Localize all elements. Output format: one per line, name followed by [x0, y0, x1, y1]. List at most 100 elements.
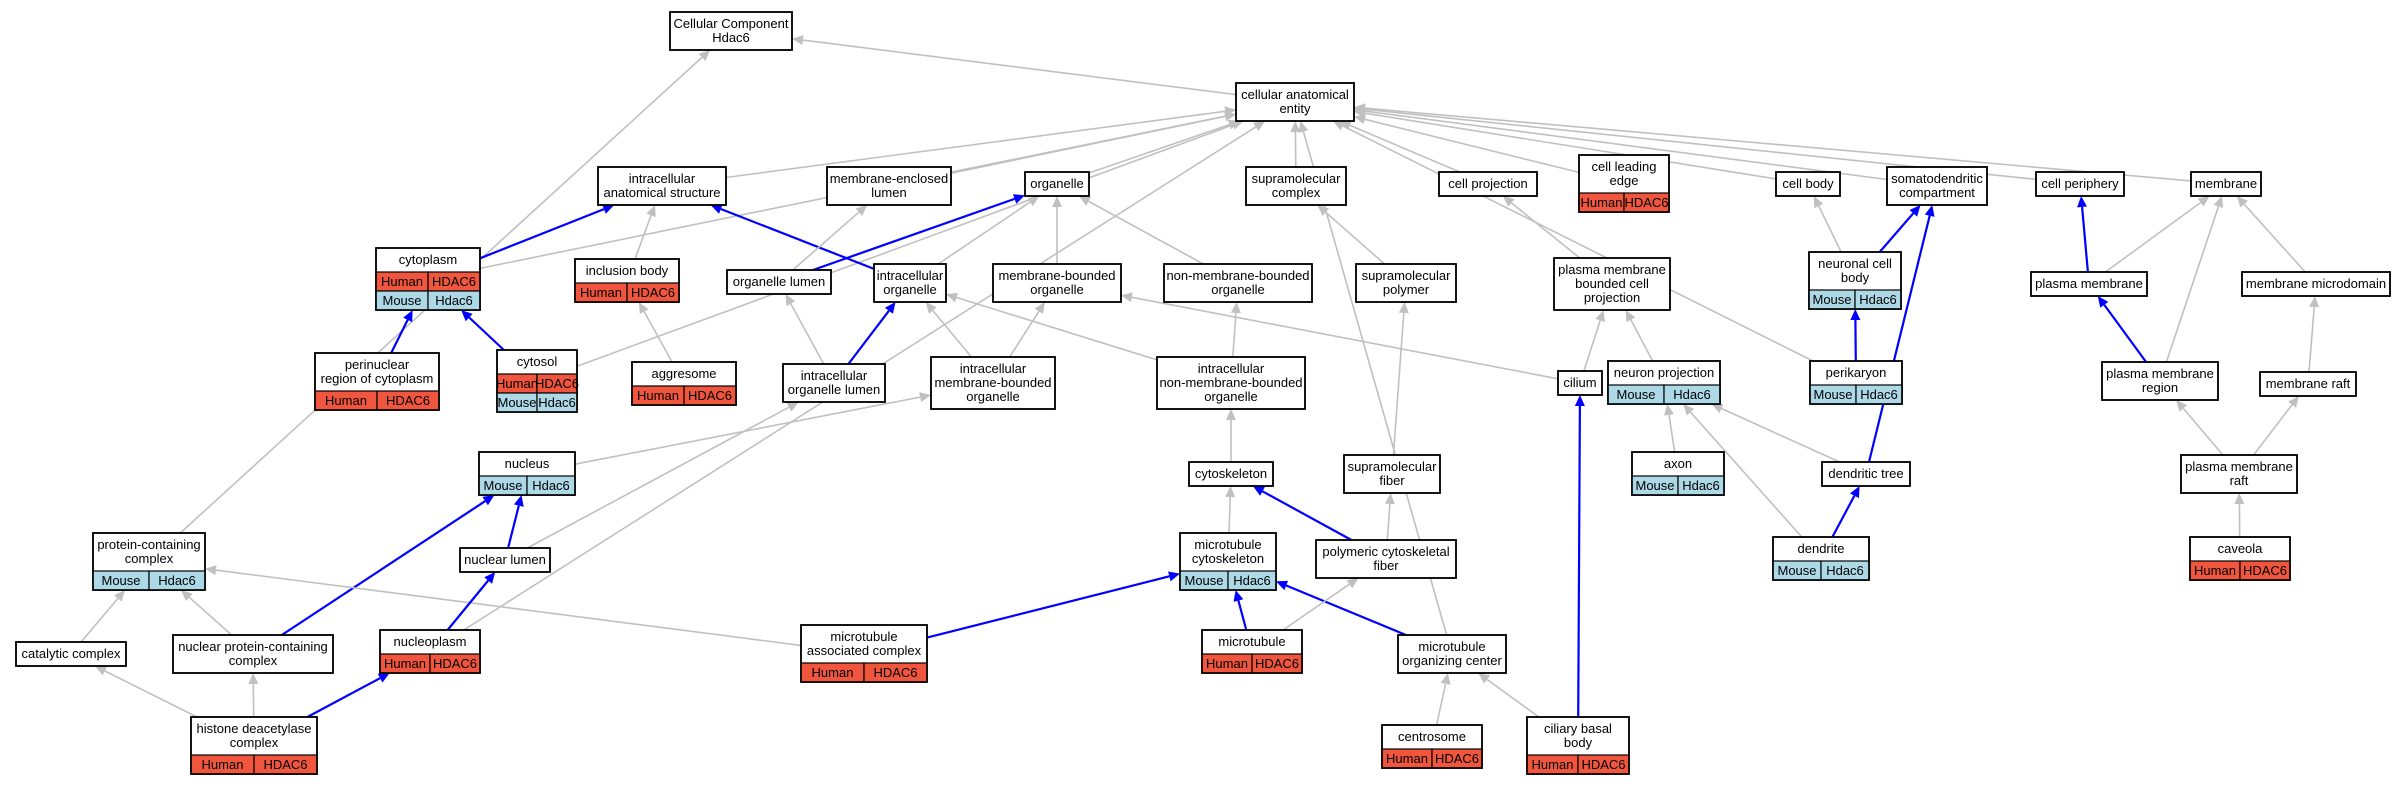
node-cytoskeleton[interactable]: cytoskeleton: [1189, 462, 1273, 486]
node-cell-projection[interactable]: cell projection: [1439, 172, 1537, 196]
node-plasma-membrane[interactable]: plasma membrane: [2031, 272, 2147, 296]
node-label: nucleus: [505, 456, 550, 471]
node-label: membrane: [2195, 176, 2257, 191]
node-label: neuronal cell: [1818, 256, 1892, 271]
node-dendritic-tree[interactable]: dendritic tree: [1822, 462, 1910, 486]
node-label: caveola: [2218, 541, 2264, 556]
node-cell-periphery[interactable]: cell periphery: [2036, 172, 2124, 196]
node-label: nucleoplasm: [394, 634, 467, 649]
edge-arrowhead: [647, 205, 656, 217]
node-label: organelle: [883, 282, 937, 297]
edge-plasma-membrane-region-to-plasma-membrane: [2098, 296, 2146, 362]
edge-line: [577, 125, 1233, 366]
edge-centrosome-to-microtubule-organizing-center: [1437, 673, 1451, 725]
node-organelle[interactable]: organelle: [1025, 172, 1089, 196]
edge-arrowhead: [1385, 493, 1395, 504]
edge-caveola-to-plasma-membrane-raft: [2234, 493, 2244, 537]
gene-label: Hdac6: [1682, 478, 1720, 493]
edge-line: [216, 570, 801, 645]
node-label: region of cytoplasm: [321, 371, 434, 386]
node-label: polymer: [1383, 282, 1430, 297]
edge-microtubule-to-polymeric-cytoskeletal-fiber: [1283, 578, 1358, 630]
node-cilium[interactable]: cilium: [1558, 371, 1602, 395]
node-intracellular-non-membrane-bounded-organelle[interactable]: intracellularnon-membrane-boundedorganel…: [1157, 357, 1305, 409]
node-nuclear-lumen[interactable]: nuclear lumen: [460, 548, 550, 572]
species-label: Mouse: [483, 478, 522, 493]
edge-line: [508, 506, 519, 548]
edge-intracellular-non-membrane-bounded-organelle-to-non-membrane-bounded-organelle: [1231, 302, 1241, 357]
edge-cytosol-to-cellular-anatomical-entity: [577, 120, 1243, 366]
edge-line: [644, 312, 672, 362]
node-label: organelle: [1030, 176, 1084, 191]
edge-line: [2254, 405, 2293, 455]
edge-arrowhead: [1596, 310, 1606, 322]
node-label: body: [1841, 270, 1870, 285]
node-label: cell body: [1782, 176, 1834, 191]
edge-plasma-membrane-to-cell-periphery: [2077, 196, 2088, 272]
node-catalytic-complex[interactable]: catalytic complex: [16, 642, 126, 666]
node-label: organelle: [1204, 389, 1258, 404]
edge-arrowhead: [1664, 404, 1674, 416]
node-label: cytoskeleton: [1192, 551, 1264, 566]
node-membrane-raft[interactable]: membrane raft: [2260, 372, 2356, 396]
node-organelle-lumen[interactable]: organelle lumen: [727, 270, 831, 294]
node-label: polymeric cytoskeletal: [1322, 544, 1449, 559]
node-label: body: [1564, 735, 1593, 750]
node-membrane-microdomain[interactable]: membrane microdomain: [2242, 272, 2390, 296]
species-label: Human: [812, 665, 854, 680]
edge-microtubule-cytoskeleton-to-cytoskeleton: [1225, 486, 1235, 533]
edge-line: [1437, 684, 1446, 725]
node-label: Cellular Component: [674, 16, 789, 31]
node-membrane[interactable]: membrane: [2191, 172, 2261, 196]
species-label: Mouse: [101, 573, 140, 588]
node-label: cellular anatomical: [1241, 87, 1349, 102]
node-cell-body[interactable]: cell body: [1776, 172, 1840, 196]
gene-label: Hdac6: [538, 395, 576, 410]
edge-arrowhead: [1925, 205, 1935, 217]
edge-arrowhead: [1399, 302, 1409, 313]
edge-line: [1286, 586, 1406, 636]
edge-arrowhead: [1503, 196, 1515, 207]
